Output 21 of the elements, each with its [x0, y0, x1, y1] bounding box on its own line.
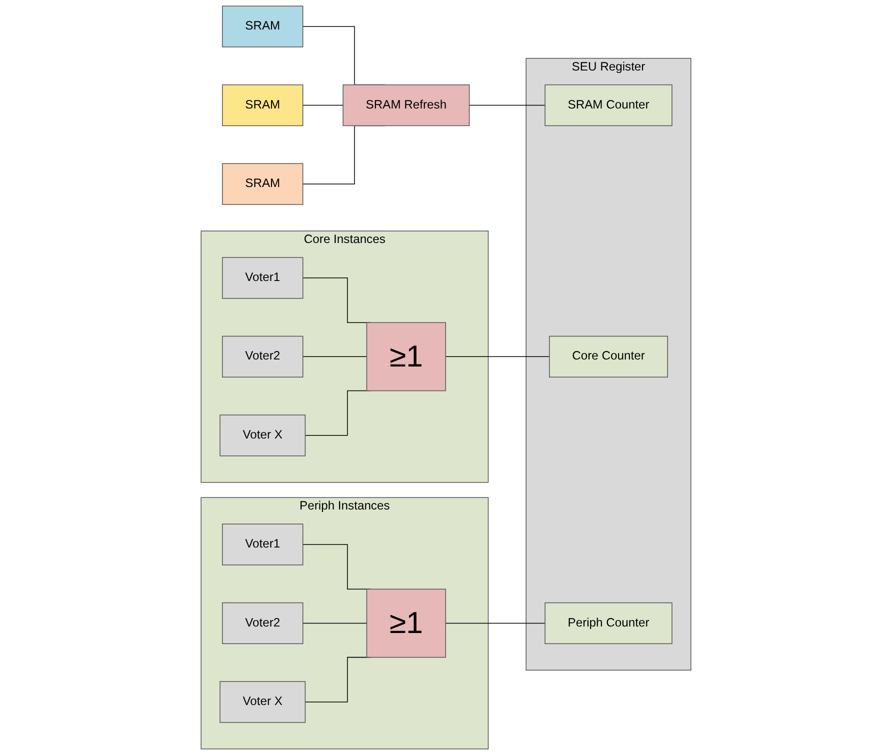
connector: [445, 622, 546, 624]
node-box: Voter1: [222, 524, 304, 566]
node-box: Core Counter: [549, 336, 668, 378]
connector: [445, 356, 550, 358]
node-box: Voter X: [220, 414, 306, 456]
node-box: Voter2: [222, 602, 304, 644]
node-box: Voter X: [220, 681, 306, 723]
node-box: SRAM: [222, 163, 304, 205]
node-box: SRAM: [222, 84, 304, 126]
node-box: SRAM Refresh: [342, 84, 470, 126]
node-box: ≥1: [366, 588, 446, 658]
node-box: Periph Counter: [544, 602, 672, 644]
node-box: SRAM: [222, 6, 304, 48]
node-box: Voter2: [222, 336, 304, 378]
node-box: Voter1: [222, 257, 304, 299]
connector: [302, 622, 368, 624]
connector: [468, 104, 546, 106]
connector: [302, 104, 344, 106]
node-box: ≥1: [366, 322, 446, 392]
node-box: SRAM Counter: [544, 84, 672, 126]
connector: [302, 356, 368, 358]
